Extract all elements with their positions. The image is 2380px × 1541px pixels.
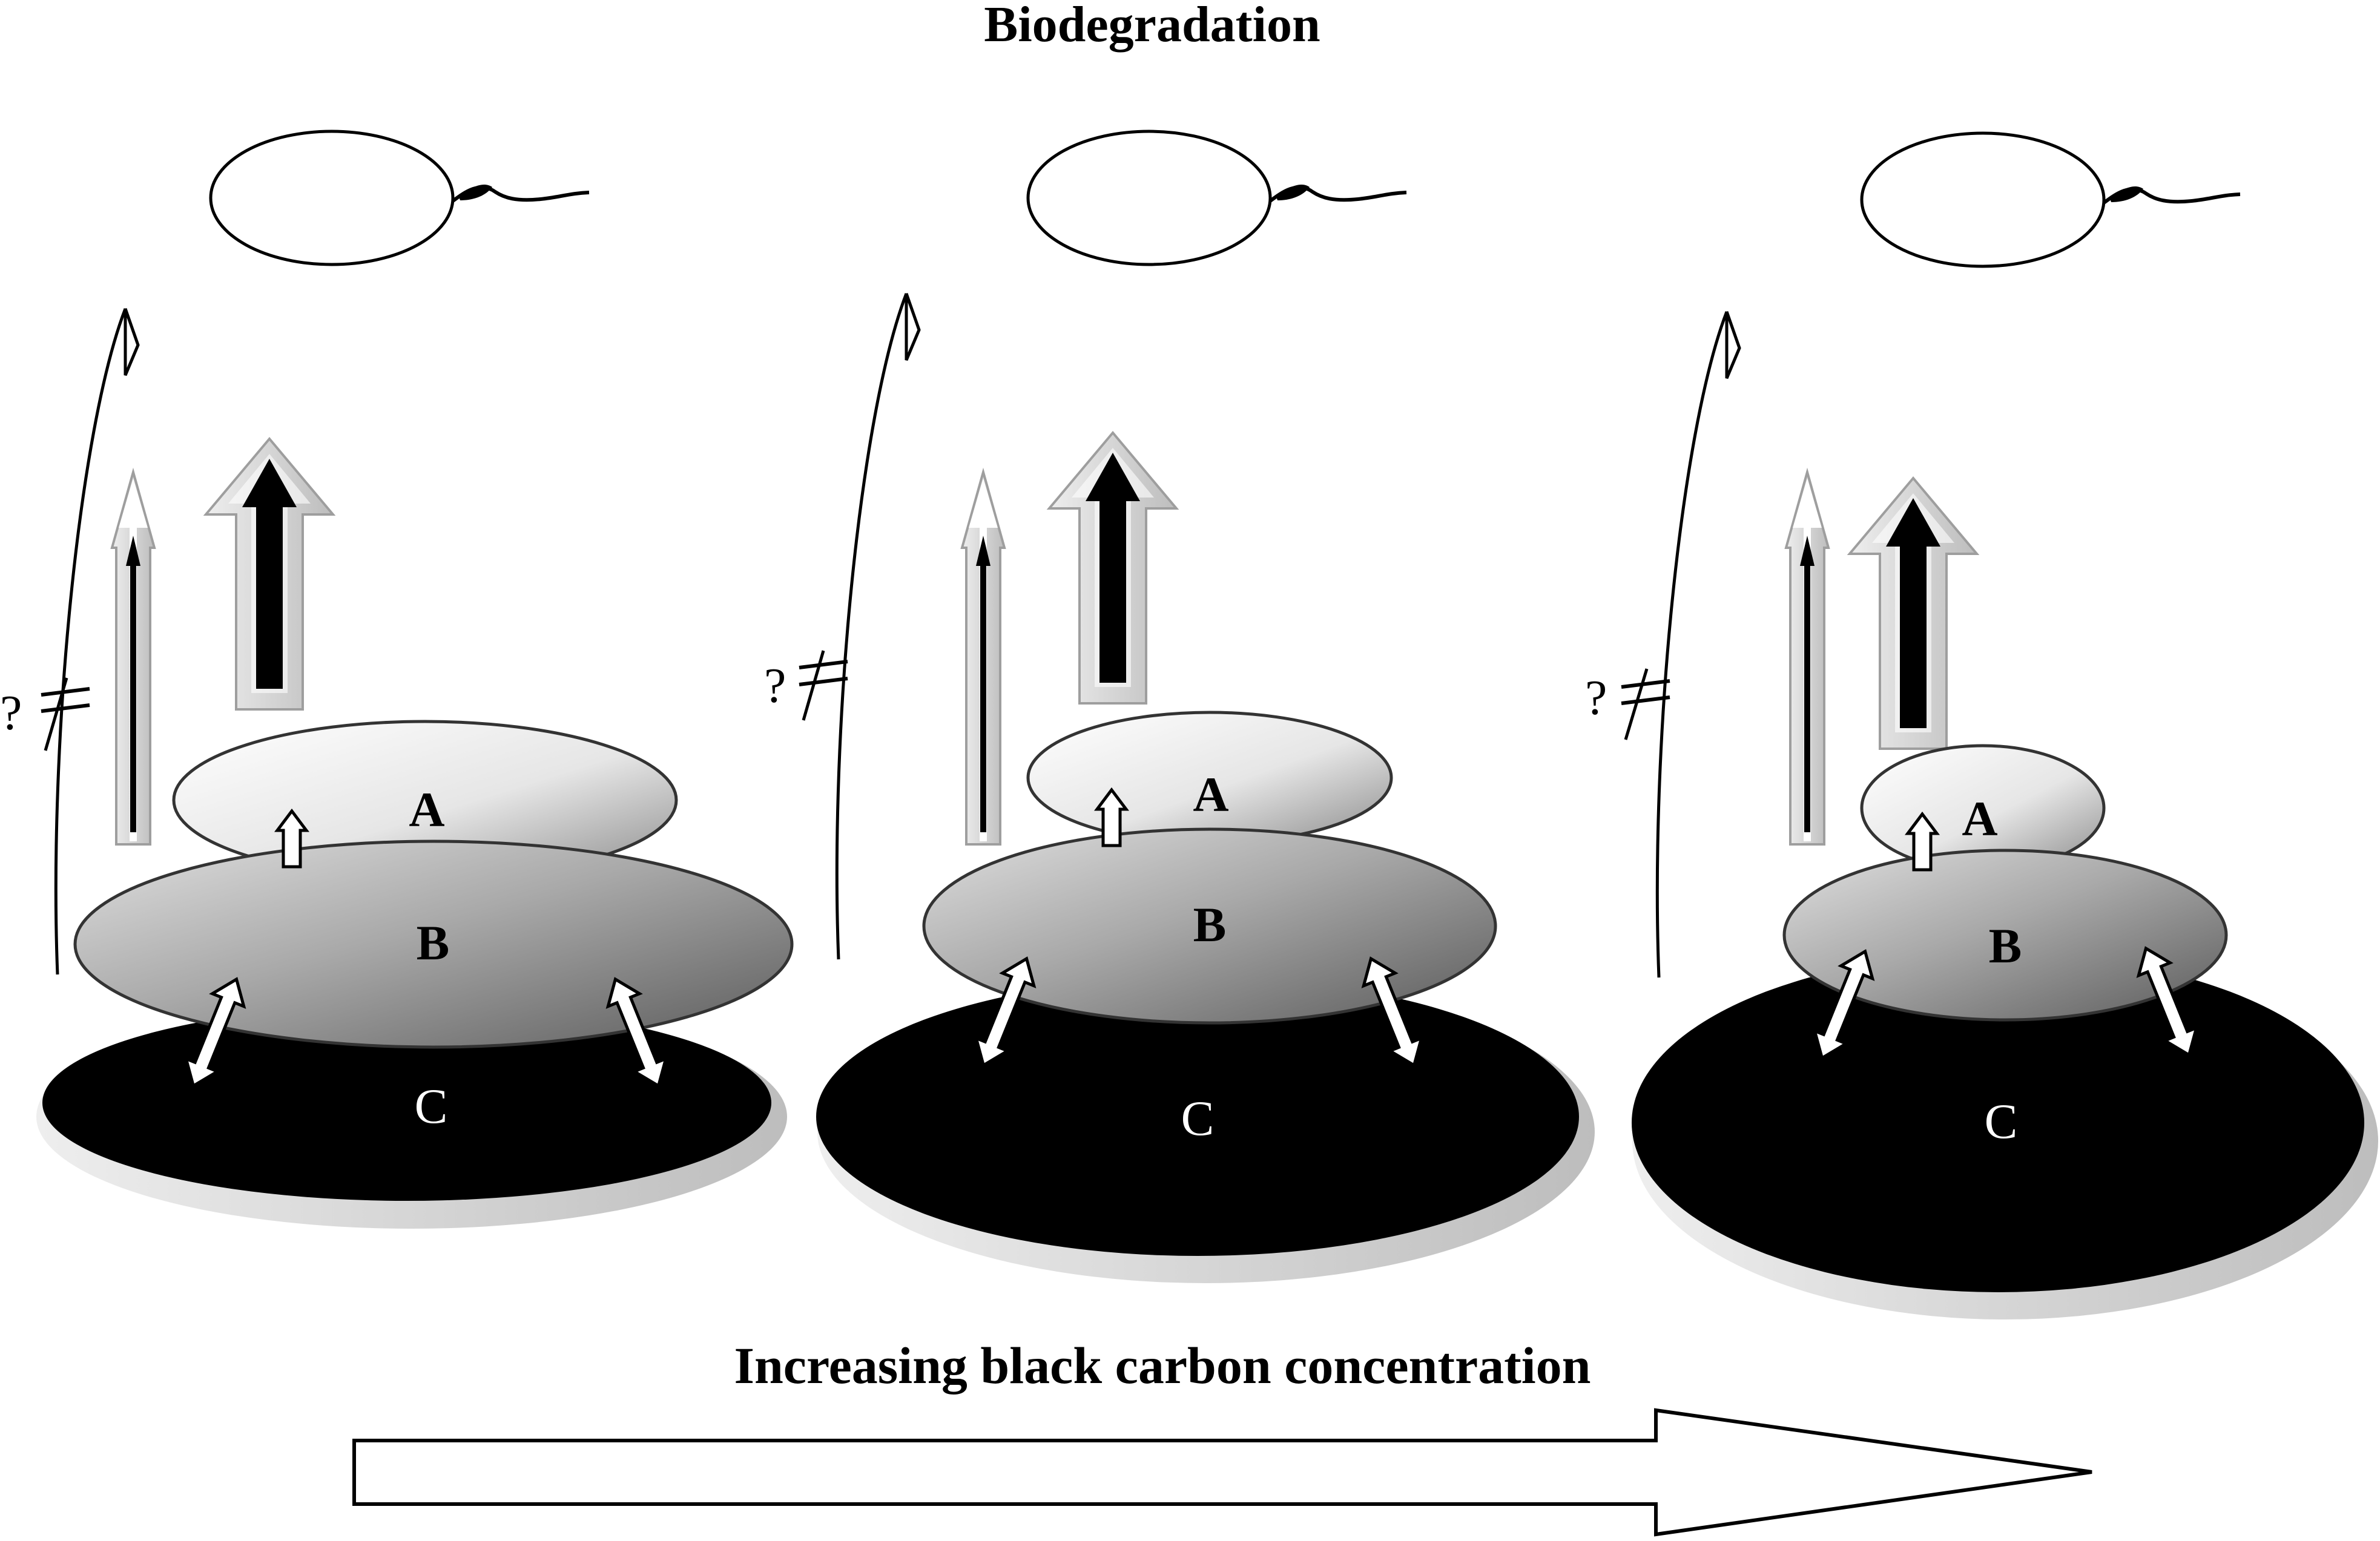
not-equal-sign [1621, 668, 1670, 740]
uncertain-mark: ? [0, 685, 22, 740]
thick-uptake-arrow [1848, 477, 1978, 750]
uncertain-mark: ? [1585, 670, 1607, 725]
thin-uptake-arrow [1785, 471, 1830, 846]
not-equal-sign [799, 650, 848, 721]
uncertain-pathway-curve [1657, 312, 1739, 978]
label-b: B [1989, 918, 2022, 973]
label-a: A [1193, 767, 1228, 822]
thick-uptake-arrow [205, 438, 334, 711]
thick-uptake-arrow [1048, 432, 1178, 705]
panel-medium-black-carbon: ? A B C [764, 131, 1595, 1283]
label-c: C [1985, 1094, 2018, 1149]
microbe-icon [211, 131, 589, 264]
uncertain-mark: ? [764, 658, 786, 713]
microbe-icon [1028, 131, 1406, 264]
pool-b [1782, 849, 2228, 1022]
thin-uptake-arrow [961, 471, 1006, 846]
axis-label: Increasing black carbon concentration [734, 1336, 1591, 1395]
label-c: C [415, 1079, 448, 1134]
label-b: B [417, 915, 450, 970]
pool-b [922, 827, 1497, 1025]
label-b: B [1193, 897, 1227, 952]
microbe-icon [1862, 133, 2240, 266]
panel-low-black-carbon: ? A B C [0, 131, 794, 1229]
uncertain-pathway-curve [837, 294, 919, 959]
label-a: A [409, 782, 444, 837]
diagram-title: Biodegradation [984, 0, 1320, 53]
increasing-concentration-arrow [352, 1408, 2092, 1537]
panel-high-black-carbon: ? A B C [1585, 133, 2378, 1319]
pool-c-black-carbon [816, 978, 1579, 1256]
label-c: C [1181, 1091, 1215, 1146]
thin-uptake-arrow [111, 471, 156, 846]
label-a: A [1962, 791, 1997, 846]
not-equal-sign [41, 677, 90, 751]
pool-c-black-carbon [42, 1005, 771, 1201]
